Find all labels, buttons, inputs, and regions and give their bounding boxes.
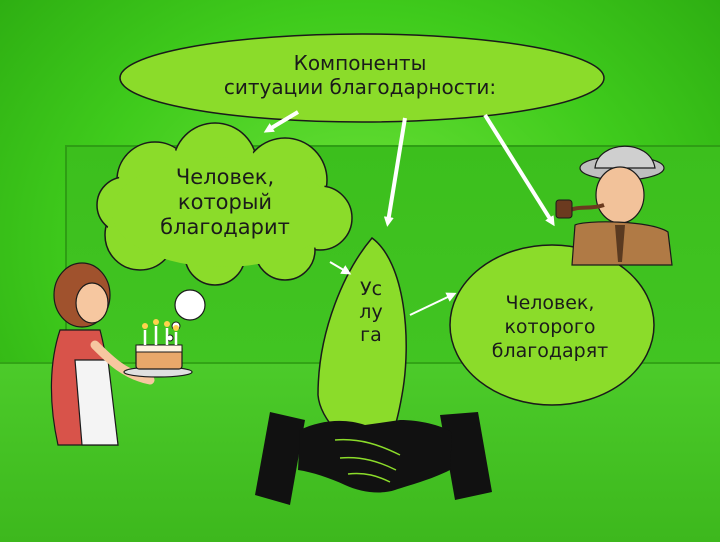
title-line-2: ситуации благодарности: bbox=[223, 74, 497, 99]
man-with-pipe-icon bbox=[555, 145, 673, 266]
service-line-1: Ус bbox=[359, 278, 383, 300]
arrow-thanker-service bbox=[329, 261, 352, 275]
woman-with-cake-icon bbox=[50, 262, 193, 446]
thought-bubble-small bbox=[174, 289, 206, 321]
thanker-cloud-fill bbox=[99, 125, 350, 283]
handshake-icon bbox=[255, 412, 492, 505]
arrow-service-thanked bbox=[409, 292, 457, 316]
thanker-line-1: Человек, bbox=[175, 165, 275, 189]
arrow-to-service bbox=[383, 117, 407, 227]
title-bubble bbox=[119, 33, 605, 123]
thanker-label: Человек, который благодарит bbox=[125, 165, 325, 241]
thanker-line-2: который bbox=[177, 190, 273, 215]
thanked-bubble bbox=[449, 244, 655, 406]
diagram-title: Компоненты ситуации благодарности: bbox=[200, 51, 520, 99]
thanked-label: Человек, которого благодарят bbox=[470, 292, 630, 363]
service-line-3: га bbox=[360, 323, 382, 346]
arrow-to-man bbox=[483, 113, 555, 227]
thanked-line-3: благодарят bbox=[491, 339, 609, 362]
thanked-line-2: которого bbox=[504, 315, 596, 338]
service-label: Ус лу га bbox=[348, 278, 394, 346]
arrow-to-thanker bbox=[263, 110, 300, 133]
thanked-line-1: Человек, bbox=[505, 292, 595, 314]
handshake-highlights bbox=[334, 438, 401, 483]
thanker-line-3: благодарит bbox=[160, 215, 290, 240]
service-line-2: лу bbox=[359, 300, 383, 323]
title-line-1: Компоненты bbox=[293, 51, 427, 75]
